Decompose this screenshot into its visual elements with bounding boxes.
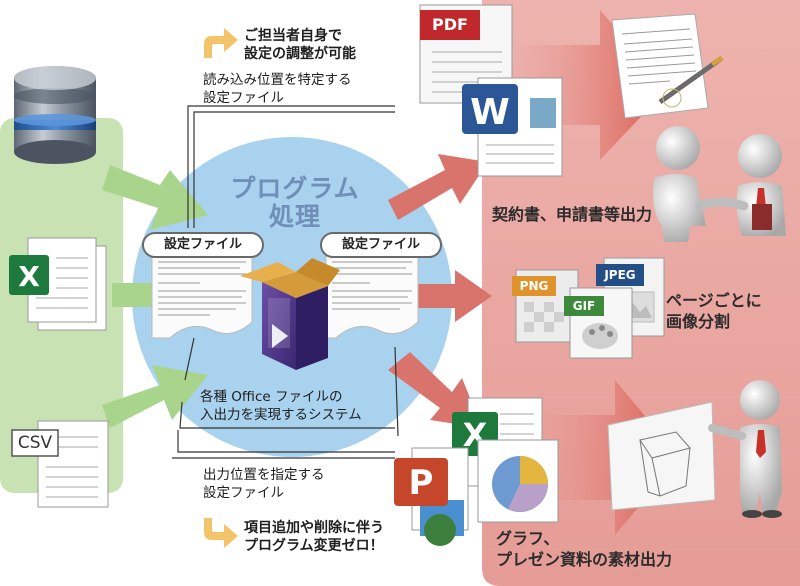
note-read-config: 読み込み位置を特定する 設定ファイル xyxy=(203,71,352,107)
note-top-line2: 設定の調整が可能 xyxy=(244,46,356,62)
note-system-line2: 入出力を実現するシステム xyxy=(200,407,362,423)
pie-chart-document xyxy=(477,439,559,523)
pdf-label: PDF xyxy=(432,15,468,34)
note-system: 各種 Office ファイルの 入出力を実現するシステム xyxy=(200,388,362,424)
gif-label: GIF xyxy=(572,299,596,313)
note-top-line1: ご担当者自身で xyxy=(244,28,342,44)
csv-label: CSV xyxy=(17,433,53,453)
png-label: PNG xyxy=(519,279,549,293)
chart-output-line2: プレゼン資料の素材出力 xyxy=(496,550,673,569)
chart-output-line1: グラフ、 xyxy=(496,529,560,548)
csv-input-doc xyxy=(11,420,109,508)
config-file-pill-left: 設定ファイル xyxy=(142,232,264,258)
gif-document xyxy=(564,287,633,359)
jpeg-label: JPEG xyxy=(604,268,636,282)
page-split-line2: 画像分割 xyxy=(666,312,731,331)
software-box-icon xyxy=(240,258,340,370)
note-read-line1: 読み込み位置を特定する xyxy=(203,72,352,88)
presenter-person-icon xyxy=(708,380,782,518)
program-title-line2: 処理 xyxy=(268,202,321,231)
database-icon xyxy=(14,66,96,164)
svg-text:X: X xyxy=(18,260,40,293)
svg-text:P: P xyxy=(409,463,434,503)
callout-lines xyxy=(172,105,399,459)
config-paper-left xyxy=(151,251,253,339)
powerpoint-document: P xyxy=(394,447,469,546)
chart-output-label: グラフ、 プレゼン資料の素材出力 xyxy=(496,528,672,570)
note-bottom: 項目追加や削除に伴う プログラム変更ゼロ！ xyxy=(244,519,384,555)
word-document: W xyxy=(462,77,563,177)
program-title-line1: プログラム xyxy=(230,174,360,203)
note-output-config: 出力位置を指定する 設定ファイル xyxy=(203,466,325,502)
excel-input-doc: X xyxy=(9,237,107,331)
page-split-label: ページごとに 画像分割 xyxy=(666,290,762,332)
contract-output-label: 契約書、申請書等出力 xyxy=(492,205,653,224)
config-paper-right xyxy=(325,251,419,339)
svg-text:W: W xyxy=(470,92,510,133)
note-bottom-line1: 項目追加や削除に伴う xyxy=(244,520,384,536)
note-output-line1: 出力位置を指定する xyxy=(203,467,325,483)
config-file-pill-right: 設定ファイル xyxy=(320,232,442,258)
note-arrow-top xyxy=(204,28,238,58)
handshake-people-icon xyxy=(653,126,786,242)
note-read-line2: 設定ファイル xyxy=(203,90,284,106)
output-arrows xyxy=(388,154,492,428)
note-arrow-bottom xyxy=(204,518,238,548)
program-title: プログラム 処理 xyxy=(205,175,385,231)
note-top-right: ご担当者自身で 設定の調整が可能 xyxy=(244,27,356,63)
presentation-board xyxy=(607,401,716,511)
note-output-line2: 設定ファイル xyxy=(203,485,284,501)
page-split-line1: ページごとに xyxy=(666,291,762,310)
contract-paper xyxy=(611,13,724,119)
note-bottom-line2: プログラム変更ゼロ！ xyxy=(244,538,384,554)
note-system-line1: 各種 Office ファイルの xyxy=(200,389,343,405)
